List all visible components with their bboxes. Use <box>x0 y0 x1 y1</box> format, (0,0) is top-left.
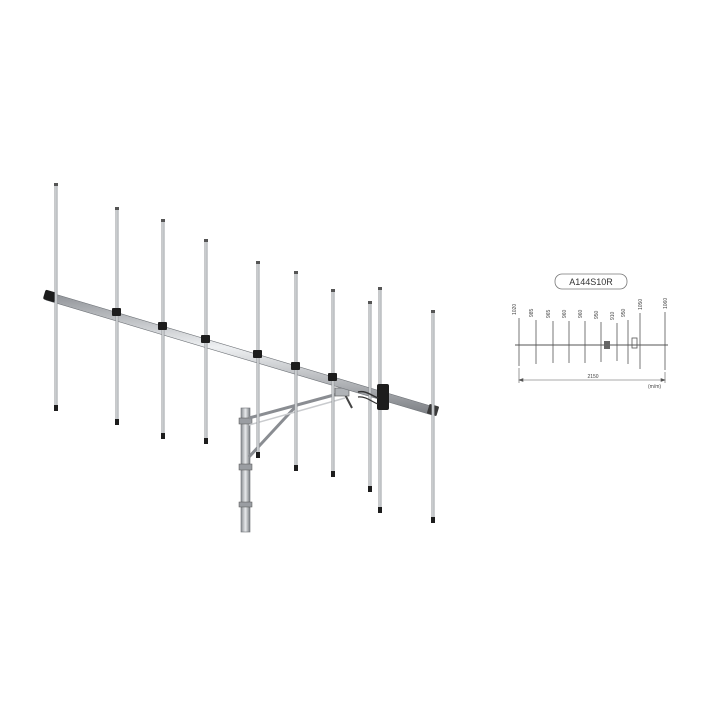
support-arm <box>247 384 353 459</box>
element-length-label: 985 <box>529 308 535 317</box>
model-label: A144S10R <box>569 277 613 287</box>
element-length-label: 960 <box>562 309 568 318</box>
feed-point <box>357 384 389 410</box>
antenna-element <box>431 310 435 523</box>
model-label-box <box>554 273 628 290</box>
boom-dimension <box>518 368 666 383</box>
antenna-element <box>54 183 58 411</box>
element-length-label: 1060 <box>663 298 669 309</box>
diagram-element-labels: 1020 985 965 960 960 950 910 950 1050 10… <box>512 298 669 320</box>
antenna-element <box>368 301 372 492</box>
antenna-illustration <box>43 183 439 533</box>
antenna-element <box>331 289 335 477</box>
element-length-label: 1050 <box>638 299 644 310</box>
dimension-diagram: A144S10R 1020 985 965 960 960 950 910 95… <box>512 273 669 390</box>
diagram-mount <box>604 337 638 349</box>
antenna-element <box>294 271 298 471</box>
antenna-element <box>256 261 260 458</box>
element-length-label: 965 <box>546 309 552 318</box>
boom-length-label: 2150 <box>587 374 598 380</box>
diagram-elements <box>518 312 666 370</box>
unit-label: (m/m) <box>648 384 661 390</box>
element-length-label: 950 <box>594 310 600 319</box>
element-length-label: 960 <box>578 309 584 318</box>
element-length-label: 950 <box>621 308 627 317</box>
element-length-label: 1020 <box>512 304 518 315</box>
element-length-label: 910 <box>610 311 616 320</box>
mast <box>238 407 253 533</box>
element-clamps <box>112 308 337 381</box>
